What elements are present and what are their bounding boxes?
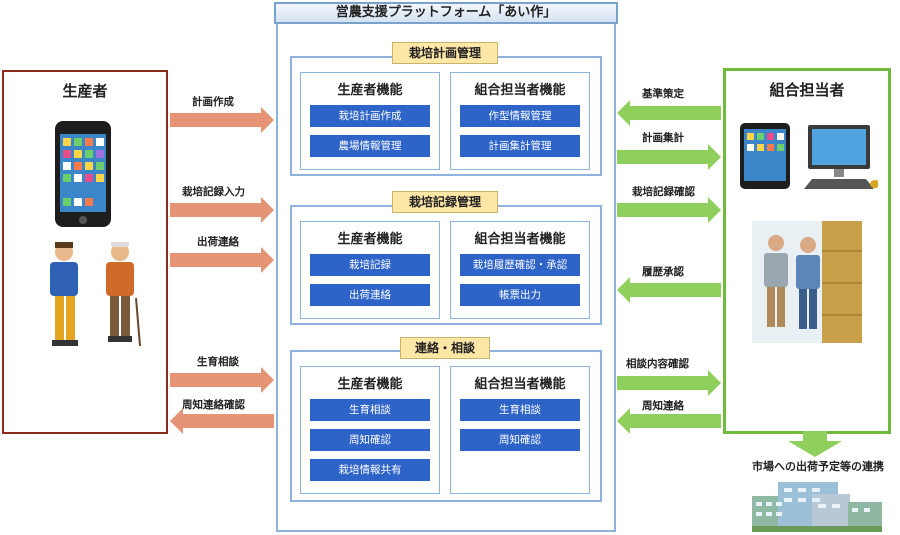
arrow-label: 計画集計 — [642, 132, 684, 144]
section-cultivation-record: 生産者機能 栽培記録 出荷連絡 組合担当者機能 栽培履歴確認・承認 帳票出力 — [290, 205, 602, 325]
function-title: 組合担当者機能 — [474, 232, 566, 247]
function-item[interactable]: 帳票出力 — [460, 284, 580, 306]
function-title: 組合担当者機能 — [474, 83, 566, 98]
function-title: 生産者機能 — [337, 377, 403, 392]
function-item[interactable]: 生育相談 — [460, 399, 580, 421]
smartphone-icon — [55, 121, 111, 227]
producer-box: 生産者 — [2, 70, 168, 434]
section-contact-consult: 生産者機能 生育相談 周知確認 栽培情報共有 組合担当者機能 生育相談 周知確認 — [290, 350, 602, 502]
section-cultivation-plan: 生産者機能 栽培計画作成 農場情報管理 組合担当者機能 作型情報管理 計画集計管… — [290, 56, 602, 176]
staff-icon — [752, 221, 862, 343]
right-arrow-icon — [617, 370, 721, 396]
market-building-icon — [752, 482, 882, 532]
left-arrow-icon — [617, 277, 721, 303]
down-arrow-icon — [788, 431, 842, 457]
arrow-label: 周知連絡 — [642, 400, 684, 412]
right-arrow-icon — [170, 107, 274, 133]
arrow-label: 生育相談 — [197, 356, 239, 368]
left-arrow-icon — [170, 408, 274, 434]
section-title: 栽培記録管理 — [392, 191, 498, 213]
coop-function-panel: 組合担当者機能 栽培履歴確認・承認 帳票出力 — [450, 221, 590, 319]
coop-title: 組合担当者 — [769, 81, 845, 99]
right-arrow-icon — [170, 197, 274, 223]
tablet-pc-icon — [740, 123, 878, 189]
right-arrow-icon — [170, 367, 274, 393]
right-arrow-icon — [617, 144, 721, 170]
arrow-label: 栽培記録入力 — [182, 186, 245, 198]
coop-function-panel: 組合担当者機能 作型情報管理 計画集計管理 — [450, 72, 590, 170]
arrow-label: 基準策定 — [642, 88, 684, 100]
function-item[interactable]: 周知確認 — [460, 429, 580, 451]
coop-box: 組合担当者 — [723, 68, 891, 434]
function-item[interactable]: 計画集計管理 — [460, 135, 580, 157]
arrow-label: 出荷連絡 — [197, 236, 239, 248]
function-item[interactable]: 農場情報管理 — [310, 135, 430, 157]
function-item[interactable]: 作型情報管理 — [460, 105, 580, 127]
function-item[interactable]: 生育相談 — [310, 399, 430, 421]
section-title: 連絡・相談 — [400, 337, 490, 359]
right-arrow-icon — [170, 247, 274, 273]
producer-title: 生産者 — [62, 82, 108, 100]
function-item[interactable]: 栽培履歴確認・承認 — [460, 254, 580, 276]
right-arrow-icon — [617, 197, 721, 223]
arrow-label: 相談内容確認 — [626, 358, 689, 370]
producer-function-panel: 生産者機能 生育相談 周知確認 栽培情報共有 — [300, 366, 440, 494]
function-title: 組合担当者機能 — [474, 377, 566, 392]
farmers-icon — [50, 242, 141, 347]
market-label: 市場への出荷予定等の連携 — [752, 460, 884, 473]
arrow-label: 周知連絡確認 — [182, 399, 245, 411]
function-item[interactable]: 栽培情報共有 — [310, 459, 430, 481]
arrow-label: 履歴承認 — [642, 266, 684, 278]
function-item[interactable]: 栽培記録 — [310, 254, 430, 276]
function-item[interactable]: 栽培計画作成 — [310, 105, 430, 127]
left-arrow-icon — [617, 408, 721, 434]
arrow-label: 計画作成 — [192, 96, 234, 108]
function-title: 生産者機能 — [337, 232, 403, 247]
producer-function-panel: 生産者機能 栽培計画作成 農場情報管理 — [300, 72, 440, 170]
coop-function-panel: 組合担当者機能 生育相談 周知確認 — [450, 366, 590, 494]
producer-function-panel: 生産者機能 栽培記録 出荷連絡 — [300, 221, 440, 319]
arrow-label: 栽培記録確認 — [632, 186, 695, 198]
platform-title: 営農支援プラットフォーム「あい作」 — [274, 2, 618, 24]
function-item[interactable]: 出荷連絡 — [310, 284, 430, 306]
function-title: 生産者機能 — [337, 83, 403, 98]
left-arrow-icon — [617, 100, 721, 126]
section-title: 栽培計画管理 — [392, 42, 498, 64]
function-item[interactable]: 周知確認 — [310, 429, 430, 451]
